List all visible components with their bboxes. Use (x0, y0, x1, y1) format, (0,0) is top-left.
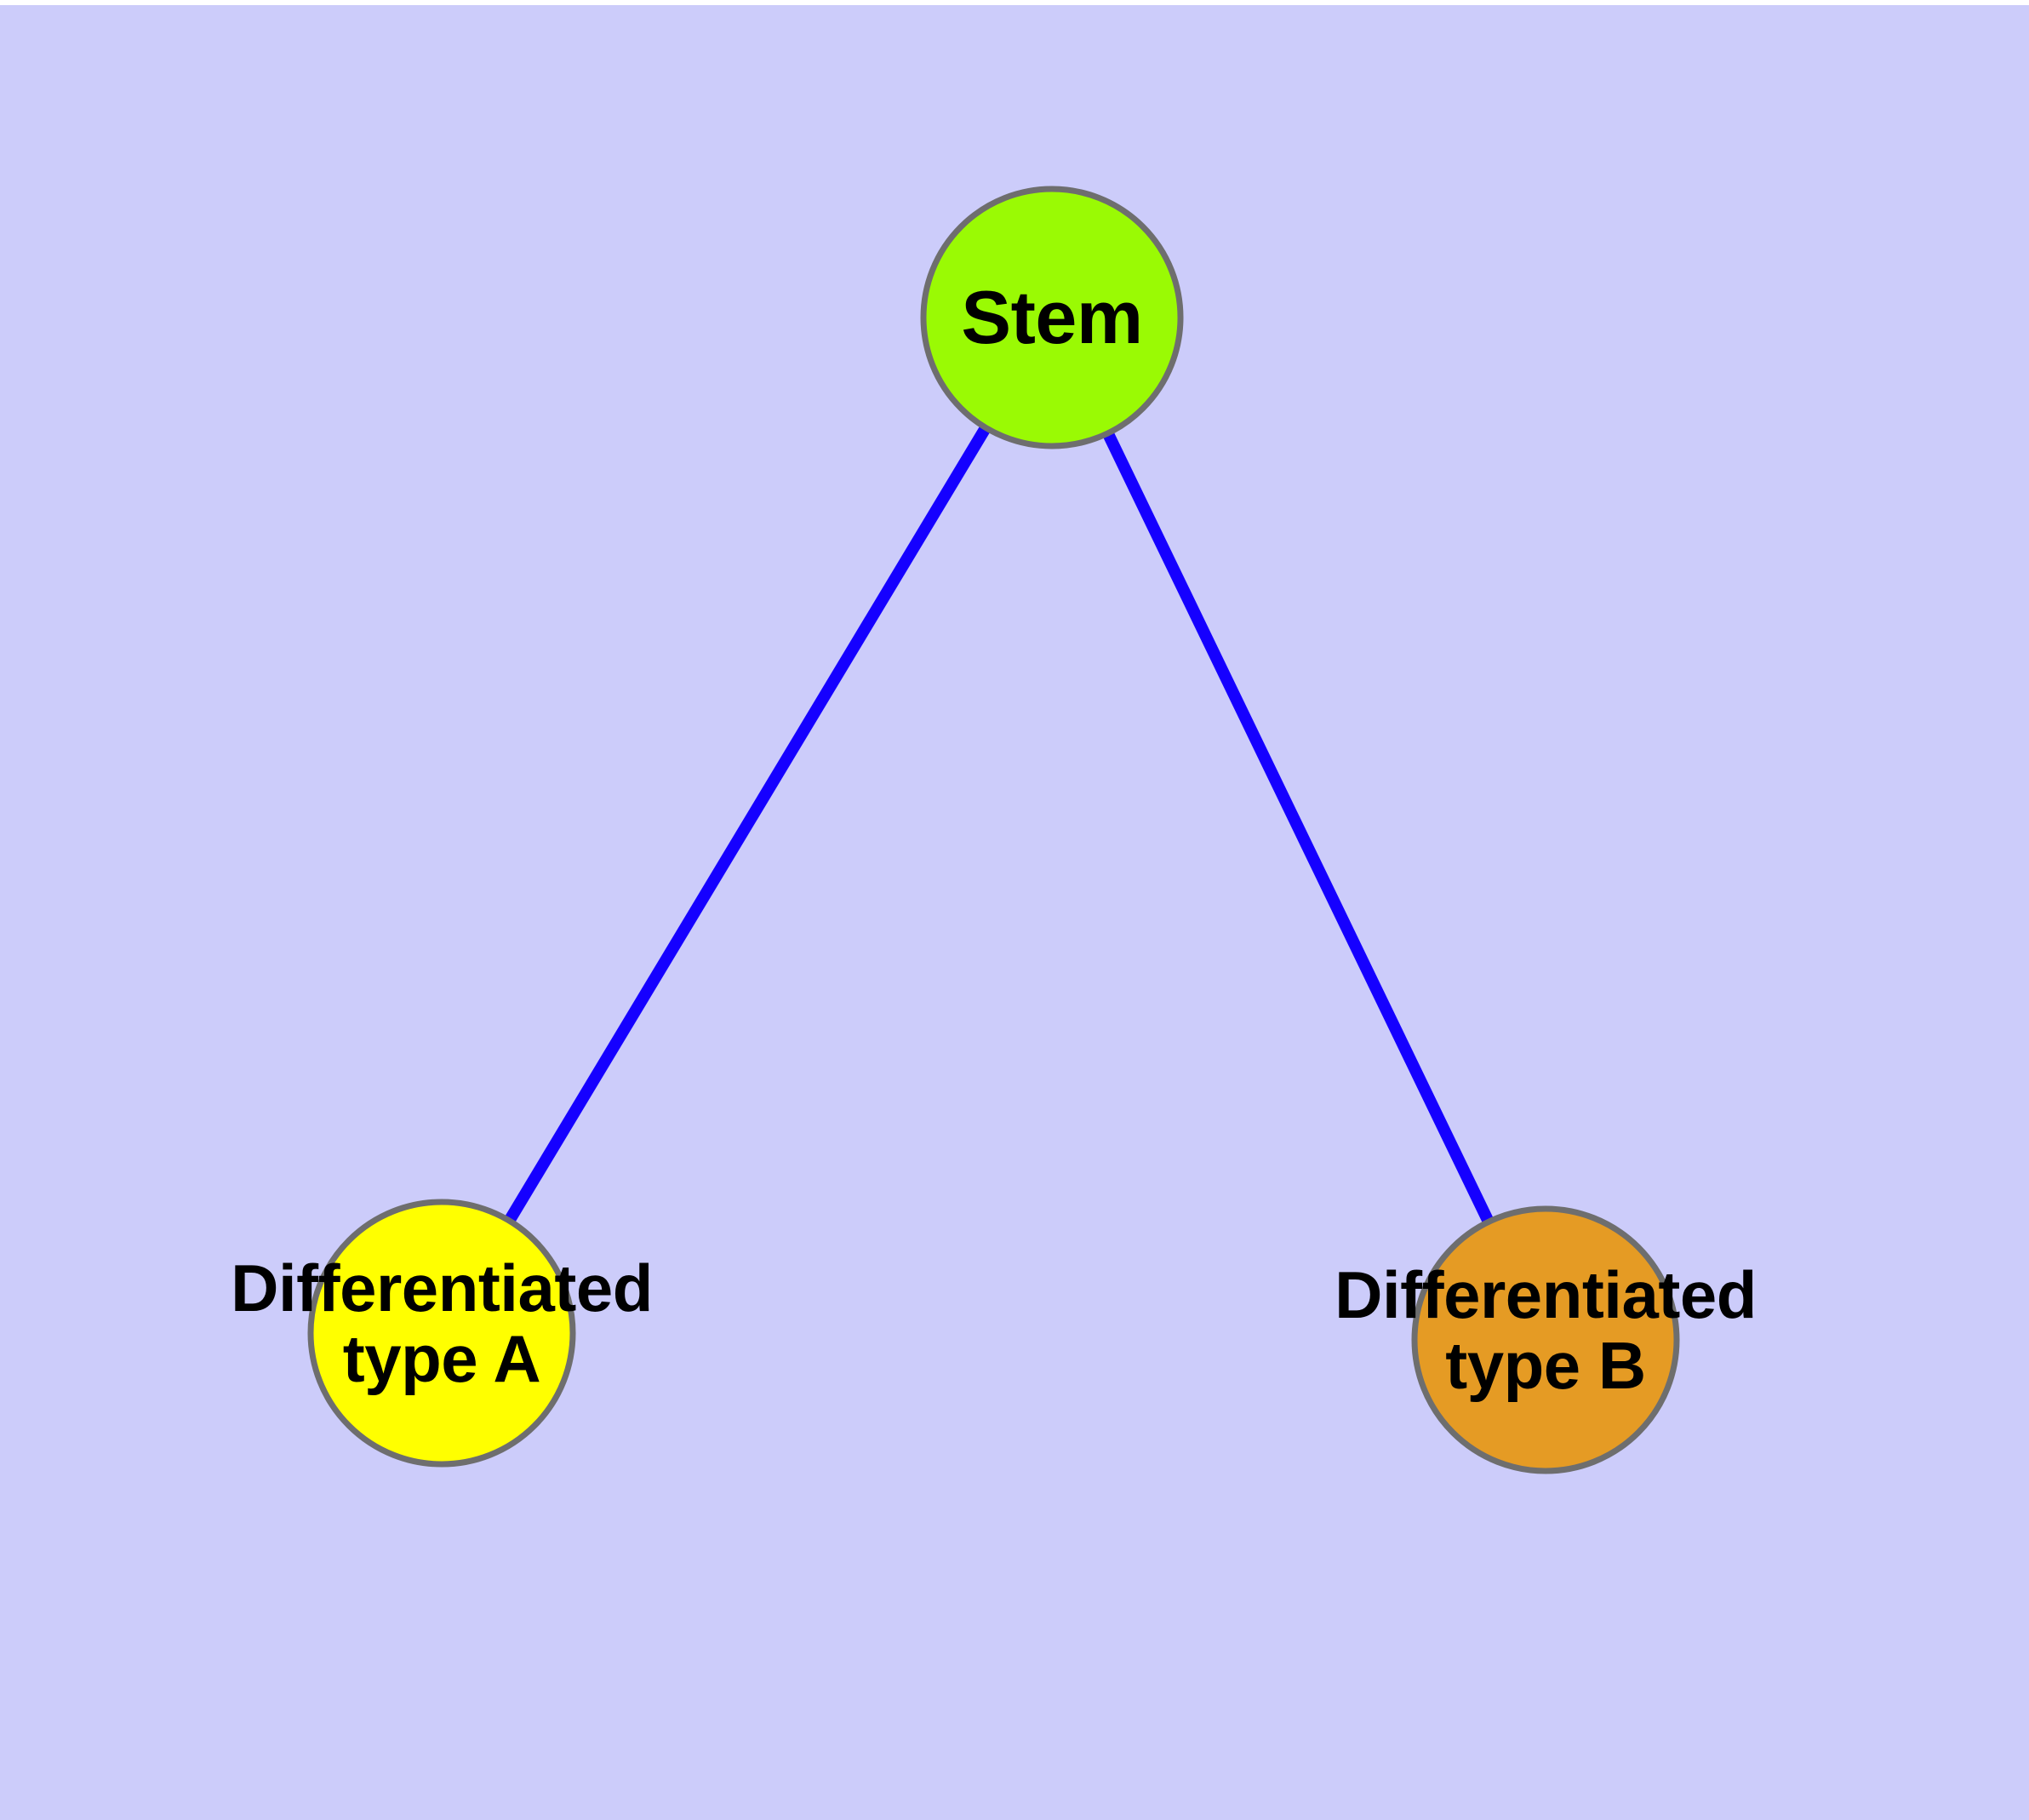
edge-stem-to-type-b[interactable] (1046, 314, 1552, 1343)
node-stem[interactable] (920, 186, 1184, 449)
edge-stem-to-type-a[interactable] (437, 314, 1057, 1336)
nodes-layer (307, 186, 1680, 1474)
edges-layer (437, 314, 1552, 1343)
node-differentiated-type-b[interactable] (1411, 1205, 1680, 1474)
node-differentiated-type-a[interactable] (307, 1199, 576, 1468)
